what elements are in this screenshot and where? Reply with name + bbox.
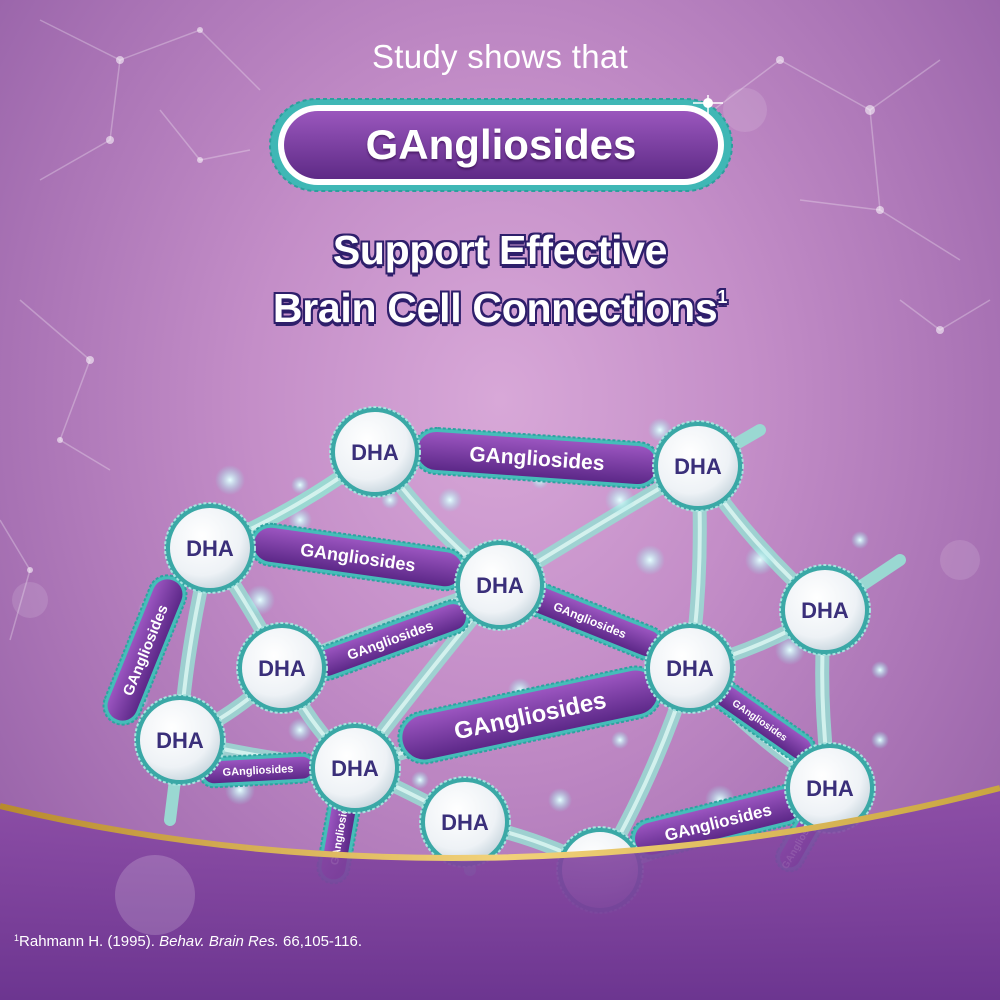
citation-marker: 1: [14, 933, 20, 943]
dha-node: DHA: [419, 776, 511, 868]
dha-node: DHA: [309, 722, 401, 814]
dha-node-label: DHA: [666, 656, 714, 681]
gangliosides-badge: GAngliosides: [268, 95, 734, 195]
dha-node-label: DHA: [351, 440, 399, 465]
dha-reflection: [115, 855, 195, 935]
citation: 1Rahmann H. (1995). Behav. Brain Res. 66…: [14, 933, 362, 950]
dha-node: DHA: [779, 564, 871, 656]
intro-text: Study shows that: [371, 38, 629, 75]
citation-author: Rahmann H. (1995).: [19, 933, 160, 950]
gangliosides-pill-label: GAngliosides: [222, 763, 293, 779]
dha-node-label: DHA: [441, 810, 489, 835]
sparkle: [635, 545, 665, 575]
dha-node-label: DHA: [258, 656, 306, 681]
sparkle: [605, 485, 635, 515]
dha-node: DHA: [644, 622, 736, 714]
gangliosides-pill: GAngliosides: [102, 574, 188, 726]
dha-node: DHA: [134, 694, 226, 786]
headline-line-2: Brain Cell Connections1: [0, 285, 1000, 332]
sparkle: [871, 731, 889, 749]
dha-node-label: DHA: [674, 454, 722, 479]
dha-node-label: DHA: [476, 573, 524, 598]
sparkle: [411, 771, 429, 789]
gangliosides-pill: GAngliosides: [248, 522, 468, 592]
sparkle: [438, 488, 462, 512]
dha-node: DHA: [236, 622, 328, 714]
dha-node: DHA: [164, 502, 256, 594]
dha-node-label: DHA: [801, 598, 849, 623]
dha-node-label: DHA: [806, 776, 854, 801]
citation-journal: Behav. Brain Res.: [159, 933, 279, 950]
gold-curve: [0, 785, 1000, 861]
dha-node: DHA: [329, 406, 421, 498]
citation-details: 66,105-116.: [278, 933, 362, 950]
sparkle: [871, 661, 889, 679]
dha-node: DHA: [454, 539, 546, 631]
purple-band-shape: [0, 790, 1000, 1000]
dha-node: DHA: [652, 420, 744, 512]
sparkle: [745, 545, 775, 575]
dha-node-label: DHA: [186, 536, 234, 561]
headline-line-1: Support Effective: [0, 227, 1000, 274]
sparkle: [288, 718, 312, 742]
headline-line-2-text: Brain Cell Connections: [272, 285, 718, 331]
headline-footnote-marker: 1: [717, 287, 728, 307]
dha-node: DHA: [784, 742, 876, 834]
sparkle: [291, 476, 309, 494]
headline-line-1-text: Support Effective: [332, 227, 668, 273]
badge-shape: [269, 95, 733, 192]
sparkle: [215, 465, 245, 495]
sparkle: [611, 731, 629, 749]
sparkle: [548, 788, 572, 812]
dha-node-label: DHA: [156, 728, 204, 753]
sparkle: [245, 585, 275, 615]
dha-node-label: DHA: [331, 756, 379, 781]
gangliosides-pill: GAngliosides: [412, 426, 662, 490]
sparkle: [851, 531, 869, 549]
badge-label: GAngliosides: [365, 121, 637, 168]
